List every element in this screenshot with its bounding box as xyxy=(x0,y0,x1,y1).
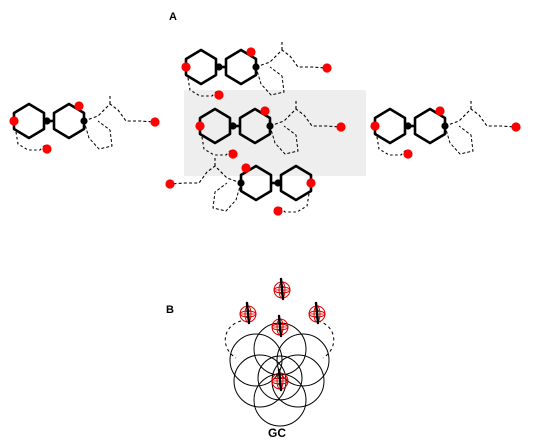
molecule-right xyxy=(369,99,522,160)
gc-label: GC xyxy=(268,426,286,440)
molecule-left xyxy=(8,94,161,155)
gc-molecule-middle xyxy=(270,314,290,338)
highlight-box xyxy=(184,90,366,176)
panel-b-label: B xyxy=(166,304,174,316)
panel-a-label: A xyxy=(169,11,177,23)
gc-molecule-upper-left xyxy=(238,301,258,325)
gc-molecule-upper-right xyxy=(307,301,327,325)
gc-molecule-top xyxy=(272,277,292,301)
